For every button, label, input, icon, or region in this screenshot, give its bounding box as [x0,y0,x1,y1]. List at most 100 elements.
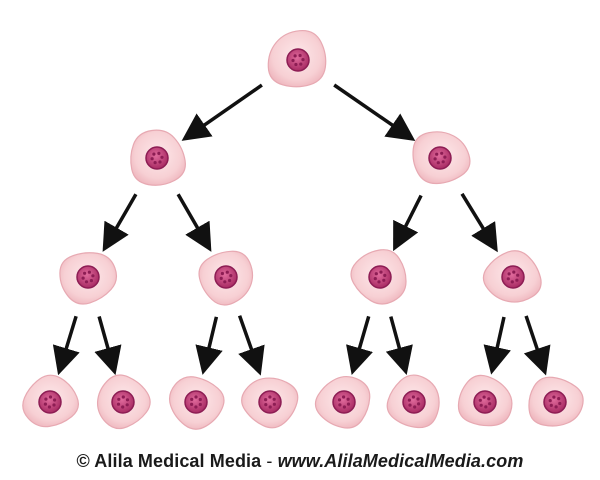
cell-nucleus [38,390,62,414]
cell-gen3-1 [22,374,79,428]
cell-nucleus [258,390,282,414]
division-arrow-gen0-1-left [181,83,263,141]
cell-nucleus [145,146,169,170]
division-arrow-gen1-1-left [102,193,138,252]
chromatin-dot [157,151,161,155]
footer-separator: - [261,451,278,471]
division-arrow-gen2-1-left [52,315,80,376]
chromatin-dot [411,395,415,399]
chromatin-dot [272,397,276,401]
chromatin-dot [198,397,202,402]
chromatin-dot [510,280,514,284]
chromatin-dot [548,399,552,403]
division-arrow-gen2-4-right [523,315,551,376]
chromatin-dot [337,398,342,402]
cell-nucleus [286,48,310,72]
division-arrow-gen2-2-left [195,316,223,375]
cell-nucleus [332,390,356,414]
chromatin-dot [160,155,164,159]
chromatin-dot [377,280,381,284]
chromatin-dot [219,276,223,280]
chromatin-dot [268,405,272,409]
chromatin-dot [194,395,198,399]
cell-gen2-2 [198,250,254,306]
division-arrow-gen2-4-left [483,316,511,375]
copyright-credit: © Alila Medical Media [76,451,262,471]
chromatin-dot [487,397,491,401]
cell-gen0-1 [267,29,327,88]
chromatin-dot [116,402,121,406]
chromatin-dot [121,395,125,399]
chromatin-dot [153,161,157,165]
chromatin-dot [512,270,516,274]
chromatin-dot [117,397,121,401]
chromatin-dot [264,403,268,407]
chromatin-dot [121,405,125,409]
chromatin-dot [291,58,295,63]
chromatin-dot [413,405,417,409]
division-arrow-gen2-3-right [385,316,413,376]
chromatin-dot [268,395,272,399]
cell-gen3-3 [169,376,225,430]
chromatin-dot [342,395,346,399]
chromatin-dot [87,270,91,274]
chromatin-dot [84,280,89,284]
cell-nucleus [501,265,525,289]
chromatin-dot [150,157,154,161]
chromatin-dot [53,398,57,402]
chromatin-dot [440,151,444,155]
chromatin-dot [299,62,303,66]
chromatin-dot [554,405,558,409]
cell-gen3-8 [528,376,584,427]
division-arrow-gen1-2-right [460,192,498,253]
cell-gen3-5 [314,375,371,429]
cell-nucleus [402,390,426,414]
chromatin-dot [194,405,198,409]
chromatin-dot [478,398,482,402]
chromatin-dot [507,272,511,276]
chromatin-dot [52,403,56,407]
cell-nucleus [214,265,238,289]
chromatin-dot [407,398,411,402]
chromatin-dot [225,270,229,274]
chromatin-dot [81,276,85,280]
cell-nucleus [473,390,497,414]
division-arrow-gen1-2-left [393,194,423,252]
chromatin-dot [373,277,377,281]
cell-nucleus [543,390,567,414]
chromatin-dot [338,403,342,407]
cell-nucleus [368,265,392,289]
chromatin-dot [89,279,93,283]
chromatin-dot [229,274,233,278]
division-arrow-gen2-2-right [237,315,265,376]
chromatin-dot [443,155,447,159]
cell-gen3-7 [457,374,513,427]
chromatin-dot [408,403,412,407]
chromatin-dot [552,395,556,399]
chromatin-dot [223,280,227,284]
cell-gen3-2 [96,374,151,430]
copyright-footer: © Alila Medical Media - www.AlilaMedical… [0,451,600,472]
chromatin-dot [198,402,202,407]
chromatin-dot [383,273,387,277]
cell-gen3-4 [241,377,299,429]
chromatin-dot [484,405,488,409]
chromatin-dot [272,402,276,406]
chromatin-dot [190,402,194,406]
chromatin-dot [228,278,232,283]
chromatin-dot [346,397,350,401]
division-arrow-gen2-3-left [346,315,373,376]
chromatin-dot [44,397,48,401]
chromatin-dot [83,271,87,275]
chromatin-dot [152,152,156,156]
division-arrow-gen0-1-right [333,83,416,141]
chromatin-dot [557,397,561,401]
chromatin-dot [549,403,553,407]
chromatin-dot [125,403,129,407]
cell-nucleus [184,390,208,414]
chromatin-dot [488,402,492,406]
website-url: www.AlilaMedicalMedia.com [277,451,524,471]
chromatin-dot [220,271,224,276]
cell-gen1-2 [412,131,471,185]
